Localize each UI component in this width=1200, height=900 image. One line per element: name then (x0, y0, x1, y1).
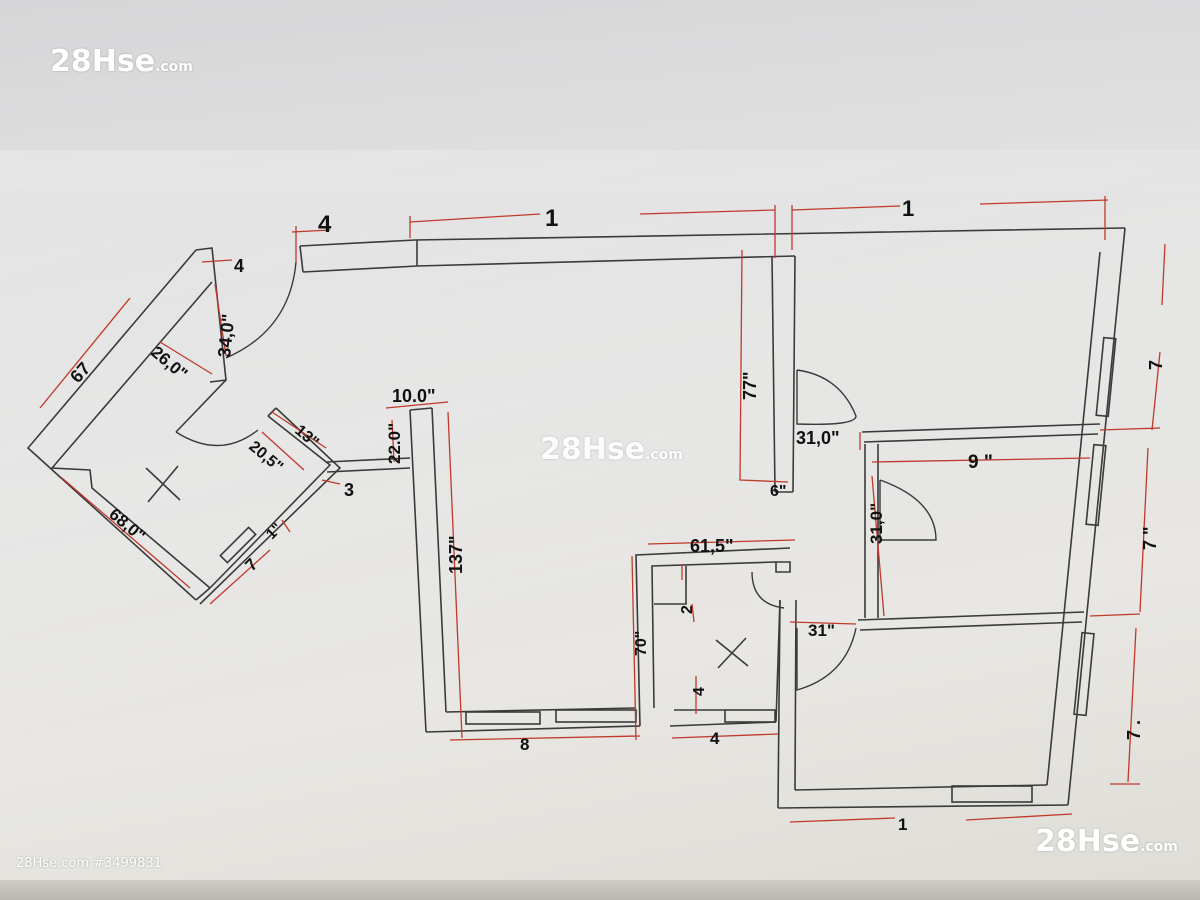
dim-67: 67 (66, 358, 94, 386)
dim-70: 70" (633, 631, 650, 656)
dim-2: 2 (679, 605, 696, 614)
watermark-tld: .com (645, 447, 683, 463)
dim-3: 3 (344, 480, 354, 500)
dim-34: 34,0" (214, 313, 238, 358)
dim-26: 26,0" (147, 343, 191, 384)
dimension-lines (39, 196, 1166, 823)
dim-137: 137" (446, 535, 466, 574)
watermark-logo-center: 28Hse.com (540, 432, 683, 467)
dim-8: 8 (520, 735, 529, 754)
monitor-bottom-edge (0, 880, 1200, 900)
dim-7-right-3: 7 . (1124, 720, 1144, 740)
dim-1-bottom: 1 (898, 815, 907, 834)
dim-1-top-left: 1 (545, 205, 558, 232)
door-swings (175, 261, 937, 691)
watermark-tld: .com (1140, 839, 1178, 855)
watermark-brand: 28Hse (1035, 824, 1141, 859)
dim-4-top: 4 (318, 211, 332, 238)
dim-7-right-1: 7 (1146, 360, 1166, 370)
watermark-logo-top-left: 28Hse.com (50, 44, 193, 79)
dim-22: 22.0" (385, 423, 404, 464)
watermark-logo-bottom-right: 28Hse.com (1035, 824, 1178, 859)
dim-77: 77" (740, 371, 760, 400)
watermark-brand: 28Hse (50, 44, 156, 79)
dim-31-top: 31,0" (796, 428, 840, 448)
dim-1-top-right: 1 (902, 196, 914, 221)
dim-20: 20,5" (245, 438, 286, 476)
watermark-brand: 28Hse (540, 432, 646, 467)
monitor-top-band (0, 0, 1200, 190)
watermark-tld: .com (155, 59, 193, 75)
screen-glare (0, 150, 1200, 890)
dim-61: 61,5" (690, 536, 734, 556)
dim-31-low: 31" (808, 621, 835, 640)
dim-10: 10.0" (392, 386, 436, 406)
dim-7-right-2: 7 " (1140, 526, 1160, 550)
listing-id-watermark: 28Hse.com #3499831 (16, 856, 162, 871)
dim-9: 9 " (968, 452, 993, 473)
dim-4-bottom: 4 (710, 729, 720, 748)
dim-6: 6" (770, 483, 786, 500)
dim-4-door: 4 (234, 256, 244, 276)
dim-4-bath: 4 (691, 687, 708, 696)
dim-31-vert: 31,0" (867, 503, 886, 544)
walls (26, 227, 1126, 809)
dimension-text: 4 1 1 4 34,0" 67 26,0" 13" 20,5" 3 1" 68… (66, 196, 1166, 834)
dim-7-left: 7 (241, 555, 261, 575)
